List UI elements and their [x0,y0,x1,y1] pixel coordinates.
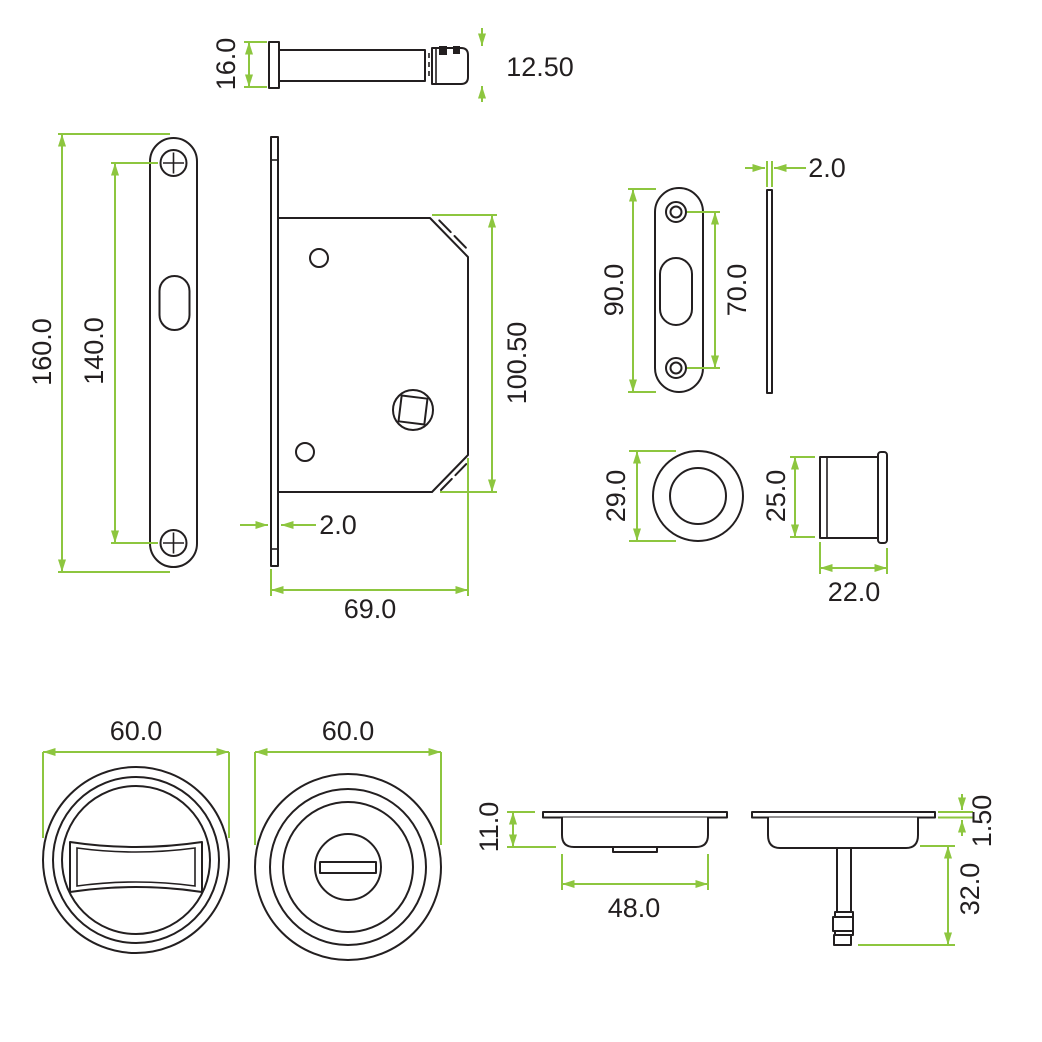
latch-clip-icon [439,46,447,55]
spindle-hole [392,389,434,431]
thumbturn-handle [69,841,203,893]
release-flush-pull-front-view: 60.0 [254,716,442,961]
lock-body-side-view: 100.50 2.0 69.0 [240,136,532,624]
dim-flush-cup-width: 48.0 [561,854,709,923]
latch-clip-icon [453,46,460,54]
dim-label-140: 140.0 [79,317,109,385]
dim-label-1-50: 1.50 [967,795,997,848]
dim-label-90: 90.0 [599,264,629,317]
faceplate-slot [158,275,191,331]
turn-cup [61,785,211,935]
dim-label-16: 16.0 [211,38,241,91]
screw-icon [159,149,188,177]
faceplate-outline [149,137,198,568]
dim-label-32: 32.0 [955,863,985,916]
chamfer-hatch [438,219,468,491]
dim-flange-thickness: 1.50 [938,794,997,847]
edge-pull-rim [652,450,744,542]
dim-faceplate-length: 160.0 [27,133,170,573]
dim-edge-pull-body-height: 25.0 [761,456,815,538]
dim-flush-cup-depth: 11.0 [474,802,556,853]
dim-label-60-turn: 60.0 [110,716,163,746]
strike-plate-outline [654,187,704,393]
release-cup [282,801,414,933]
dim-lock-body-height: 100.50 [432,214,532,493]
lock-body-outline [277,217,469,493]
strike-slot [659,257,693,326]
dim-edge-pull-depth: 22.0 [819,542,888,607]
dim-label-2-0: 2.0 [319,510,357,540]
dim-label-70: 70.0 [722,264,752,317]
strike-plate-edge [766,189,773,394]
spindle-square [397,394,429,426]
edge-pull-side-view: 25.0 22.0 [761,451,888,607]
flush-pull-side-view: 11.0 48.0 [474,802,728,923]
dim-label-2-0-strike: 2.0 [808,153,846,183]
dim-label-25: 25.0 [761,470,791,523]
dim-label-48: 48.0 [608,893,661,923]
dim-edge-pull-diameter: 29.0 [601,450,676,542]
edge-pull-body [819,456,879,539]
flush-pull-cup [561,817,709,848]
dim-release-rose-diameter: 60.0 [254,716,442,845]
latch-bolt-side-view: 16.0 12.50 [211,28,574,102]
turn-flush-pull-front-view: 60.0 [42,716,230,954]
dim-strike-length: 90.0 [599,188,656,393]
dim-strike-thickness: 2.0 [745,153,846,187]
release-rose-rim [269,788,427,946]
lock-faceplate-edge [270,136,279,567]
screw-hole-icon [665,357,687,379]
lock-faceplate-front-view: 160.0 140.0 [27,133,198,573]
dim-label-60-release: 60.0 [322,716,375,746]
dim-latch-cap-height: 12.50 [478,28,574,102]
turn-flush-pull-side-view: 1.50 32.0 [751,794,997,946]
coin-slot [319,861,377,874]
dim-label-22: 22.0 [828,577,881,607]
dim-label-29: 29.0 [601,470,631,523]
dim-label-69: 69.0 [344,594,397,624]
dim-label-100-50: 100.50 [502,322,532,405]
fixing-hole [295,442,315,462]
latch-tube [278,49,426,82]
dim-turn-rose-diameter: 60.0 [42,716,230,838]
flush-pull-tab [612,846,658,853]
dim-label-11: 11.0 [474,802,504,853]
dim-lock-body-depth: 69.0 [270,458,469,624]
turn-rose-rim [52,776,220,944]
edge-pull-flange [877,451,888,544]
flush-pull-flange [542,811,728,819]
screw-icon [159,529,188,557]
edge-pull-cup [669,467,727,525]
turn-cup-side [767,817,919,849]
dim-latch-flange-height: 16.0 [211,38,267,91]
fixing-hole [309,248,329,268]
turn-flange [751,811,936,819]
dim-spindle-length: 32.0 [858,845,985,946]
strike-plate-side-view: 2.0 [745,153,846,394]
dim-strike-screw-centers: 70.0 [687,211,752,369]
edge-pull-front-view: 29.0 [601,450,744,542]
spindle [832,847,854,946]
dim-label-160: 160.0 [27,318,57,386]
latch-cap [431,47,469,85]
dim-lock-faceplate-thickness: 2.0 [240,510,357,540]
dim-faceplate-screw-centers: 140.0 [79,162,158,544]
screw-hole-icon [665,201,687,223]
dim-label-12-50: 12.50 [506,52,574,82]
latch-flange [268,41,280,89]
strike-plate-front-view: 90.0 70.0 [599,187,752,393]
